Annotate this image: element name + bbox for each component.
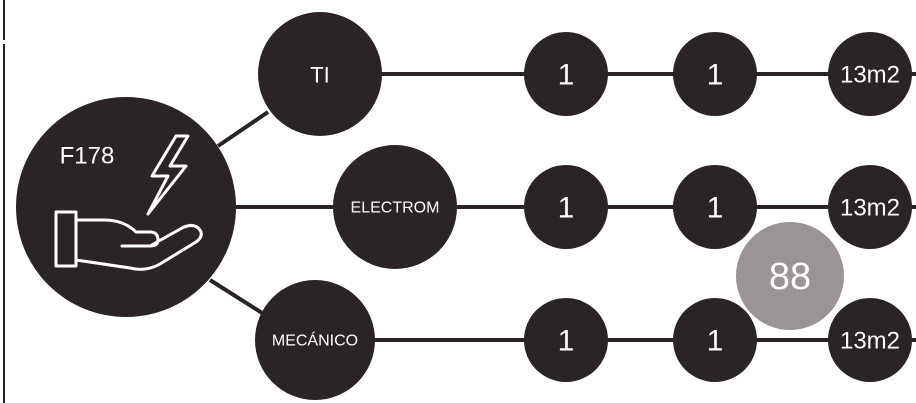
step-node: 1 xyxy=(673,32,757,116)
lightning-icon xyxy=(146,134,190,216)
category-node-3: MECÁNICO xyxy=(255,280,375,400)
step-circle xyxy=(524,298,608,382)
area-circle xyxy=(828,165,912,249)
step-value: 1 xyxy=(558,325,575,358)
badge-circle xyxy=(736,222,844,330)
hand-shape xyxy=(74,218,203,271)
hub-circle xyxy=(16,97,236,317)
step-circle xyxy=(524,165,608,249)
step-circle xyxy=(673,165,757,249)
step-value: 1 xyxy=(707,192,724,225)
hand-with-lightning-icon xyxy=(54,134,203,271)
step-circle xyxy=(673,32,757,116)
category-circle xyxy=(333,145,457,269)
area-circle xyxy=(828,32,912,116)
badge-value: 88 xyxy=(769,256,811,298)
cuff-shape xyxy=(54,210,78,268)
step-node: 1 xyxy=(673,165,757,249)
category-node-1: TI xyxy=(258,12,382,136)
category-label: MECÁNICO xyxy=(272,331,358,350)
area-circle xyxy=(828,298,912,382)
hub-connector-1 xyxy=(216,110,270,148)
area-node: 13m2 xyxy=(828,165,912,249)
category-label: ELECTROM xyxy=(351,200,440,217)
step-value: 1 xyxy=(558,192,575,225)
category-label: TI xyxy=(310,63,330,88)
step-node: 1 xyxy=(524,32,608,116)
hub-node: F178 xyxy=(16,97,236,317)
area-value: 13m2 xyxy=(840,62,900,89)
step-value: 1 xyxy=(707,325,724,358)
step-value: 1 xyxy=(558,59,575,92)
category-circle xyxy=(258,12,382,136)
step-node: 1 xyxy=(524,165,608,249)
area-value: 13m2 xyxy=(840,195,900,222)
step-value: 1 xyxy=(707,59,724,92)
hub-connector-3 xyxy=(208,278,272,320)
value-badge: 88 xyxy=(736,222,844,330)
area-node: 13m2 xyxy=(828,298,912,382)
hub-label: F178 xyxy=(60,143,115,170)
area-value: 13m2 xyxy=(840,328,900,355)
area-node: 13m2 xyxy=(828,32,912,116)
step-circle xyxy=(673,298,757,382)
category-node-2: ELECTROM xyxy=(333,145,457,269)
category-circle xyxy=(255,280,375,400)
step-node: 1 xyxy=(524,298,608,382)
step-node: 1 xyxy=(673,298,757,382)
step-circle xyxy=(524,32,608,116)
